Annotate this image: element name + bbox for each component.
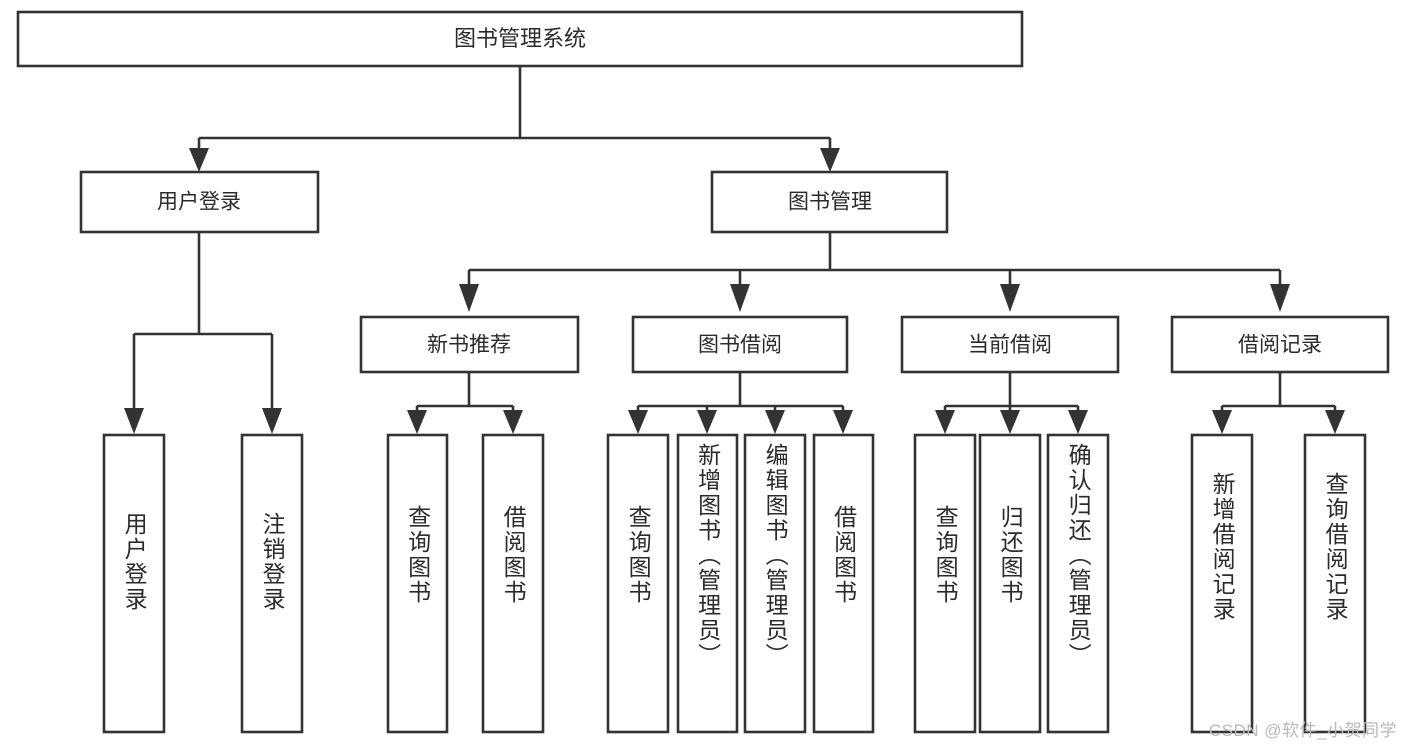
node-borrow-record-label: 借阅记录 (1238, 334, 1322, 357)
node-current-borrow-label: 当前借阅 (968, 334, 1052, 357)
arrow-head-icon (1068, 410, 1088, 434)
node-borrow-record-box[interactable] (1170, 315, 1390, 374)
arrow-head-icon (730, 284, 750, 312)
leaf-box-edit-book-admin[interactable] (743, 433, 807, 734)
leaf-box-query-book-current[interactable] (913, 433, 977, 734)
leaf-box-confirm-return-admin[interactable] (1046, 433, 1110, 734)
arrow-head-icon (935, 410, 955, 434)
arrow-head-icon (459, 284, 479, 312)
connector-group-new-book-recommend (407, 372, 523, 434)
node-book-borrow-label: 图书借阅 (698, 334, 782, 357)
leaf-box-query-book-borrow[interactable] (606, 433, 670, 734)
arrow-head-icon (1000, 284, 1020, 312)
node-book-management[interactable]: 图书管理 (710, 170, 949, 234)
node-root-label: 图书管理系统 (454, 26, 586, 51)
node-book-borrow[interactable]: 图书借阅 (631, 315, 849, 374)
arrow-head-icon (262, 408, 282, 434)
arrow-head-icon (628, 410, 648, 434)
connector-group-book-management (459, 232, 1290, 312)
node-book-borrow-box[interactable] (631, 315, 849, 374)
connector-group-root (189, 66, 840, 172)
arrow-head-icon (697, 410, 717, 434)
arrow-head-icon (833, 410, 853, 434)
node-user-login-label: 用户登录 (157, 191, 241, 214)
arrow-head-icon (820, 148, 840, 172)
connector-group-book-borrow (628, 372, 853, 434)
leaf-box-logout-login[interactable] (240, 433, 304, 734)
node-user-login[interactable]: 用户登录 (79, 170, 320, 234)
node-book-management-label: 图书管理 (788, 191, 872, 214)
leaf-box-borrow-book-recommend[interactable] (481, 433, 545, 734)
connector-group-user-login (124, 232, 282, 434)
node-new-book-recommend-box[interactable] (359, 315, 580, 374)
arrow-head-icon (765, 410, 785, 434)
node-current-borrow[interactable]: 当前借阅 (900, 315, 1120, 374)
arrow-head-icon (1000, 410, 1020, 434)
leaf-box-borrow-book[interactable] (812, 433, 875, 734)
node-current-borrow-box[interactable] (900, 315, 1120, 374)
node-borrow-record[interactable]: 借阅记录 (1170, 315, 1390, 374)
arrow-head-icon (189, 148, 209, 172)
leaf-box-user-login[interactable] (102, 433, 166, 734)
arrow-head-icon (124, 408, 144, 434)
watermark: CSDN @软件_小贺同学 (1208, 721, 1397, 740)
node-new-book-recommend[interactable]: 新书推荐 (359, 315, 580, 374)
arrow-head-icon (407, 410, 427, 434)
leaf-box-add-borrow-record[interactable] (1190, 433, 1254, 734)
leaf-box-add-book-admin[interactable] (676, 433, 739, 734)
leaf-box-query-book-recommend[interactable] (386, 433, 449, 734)
leaf-box-query-borrow-record[interactable] (1303, 433, 1367, 734)
connector-group-current-borrow (935, 372, 1088, 434)
leaf-box-return-book[interactable] (978, 433, 1042, 734)
arrow-head-icon (1325, 410, 1345, 434)
node-user-login-box[interactable] (79, 170, 320, 234)
node-new-book-recommend-label: 新书推荐 (427, 334, 511, 357)
arrow-head-icon (1212, 410, 1232, 434)
node-root-box[interactable] (16, 10, 1024, 68)
node-book-management-box[interactable] (710, 170, 949, 234)
arrow-head-icon (503, 410, 523, 434)
connector-group-borrow-record (1212, 372, 1345, 434)
arrow-head-icon (1270, 284, 1290, 312)
node-root[interactable]: 图书管理系统 (16, 10, 1024, 68)
